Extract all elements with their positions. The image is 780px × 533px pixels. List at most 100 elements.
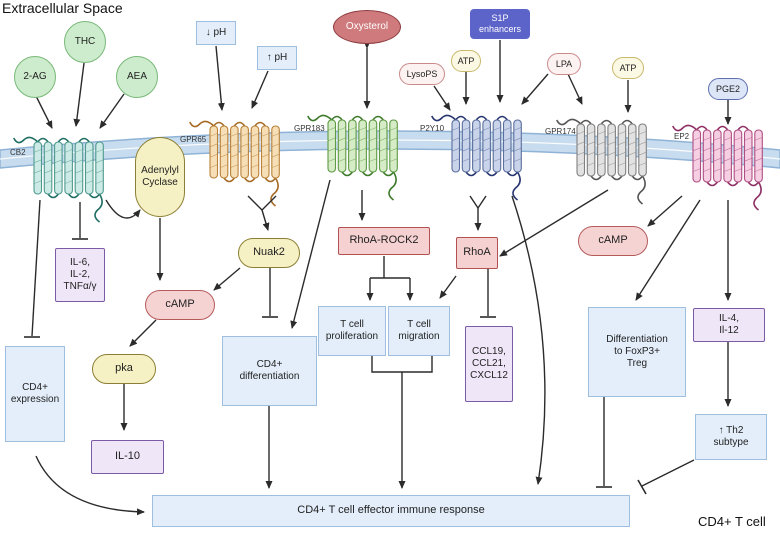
receptor-gpr183 [307, 114, 398, 201]
helix-stripe [348, 147, 357, 152]
helix-stripe [638, 162, 647, 166]
arrow-cd4-expression-effector [35, 455, 145, 516]
receptor-helix [723, 129, 732, 183]
helix-stripe [744, 157, 753, 162]
helix-stripe [389, 127, 398, 131]
helix-stripe [723, 168, 732, 172]
inhibition-line [31, 199, 41, 337]
helix-stripe [713, 157, 722, 162]
helix-stripe [44, 149, 52, 153]
helix-stripe [95, 180, 104, 184]
helix-stripe [482, 127, 491, 131]
helix-stripe [692, 137, 701, 141]
helix-stripe [85, 149, 94, 153]
rock2-split [370, 256, 410, 279]
helix-stripe [44, 159, 52, 164]
tcell-proliferation-box: T cell proliferation [318, 306, 386, 356]
helix-stripe [576, 151, 585, 156]
receptor-label-gpr174: GPR174 [545, 127, 576, 136]
helix-stripe [713, 168, 722, 172]
helix-stripe [64, 180, 73, 184]
helix-stripe [744, 168, 753, 172]
helix-stripe [587, 141, 595, 146]
receptor-c-terminus [270, 177, 279, 207]
inhibit-th2-effector [637, 459, 695, 495]
helix-stripe [597, 141, 606, 146]
receptor-helix [240, 125, 249, 179]
chemokine-box: CCL19, CCL21, CXCL12 [465, 326, 513, 402]
receptor-helix [576, 123, 586, 177]
helix-stripe [379, 147, 388, 152]
receptor-loop [600, 119, 613, 125]
receptor-loop [213, 121, 225, 127]
helix-stripe [451, 137, 460, 142]
nuak2-node: Nuak2 [238, 238, 300, 268]
helix-stripe [85, 169, 94, 174]
helix-stripe [271, 164, 280, 168]
receptor-helix [482, 119, 491, 173]
helix-stripe [503, 147, 512, 152]
helix-stripe [348, 127, 357, 131]
helix-stripe [607, 131, 616, 135]
helix-stripe [462, 158, 470, 162]
receptor-loop [747, 181, 760, 187]
helix-stripe [95, 159, 104, 164]
helix-stripe [369, 127, 377, 131]
receptor-loop [455, 115, 467, 121]
helix-stripe [703, 137, 711, 141]
receptor-loop [331, 115, 343, 121]
helix-stripe [75, 169, 83, 174]
helix-stripe [513, 137, 522, 142]
receptor-loop [341, 171, 353, 177]
arrow-rhoa-migration [439, 275, 457, 299]
receptor-loop [223, 177, 235, 183]
helix-stripe [576, 141, 585, 146]
receptor-helix [74, 141, 84, 195]
receptor-c-terminus [512, 171, 521, 201]
helix-stripe [462, 127, 470, 131]
helix-stripe [734, 168, 742, 172]
helix-stripe [358, 137, 367, 142]
arrow-ph-down-gpr65 [215, 45, 225, 111]
helix-stripe [271, 133, 280, 137]
helix-stripe [451, 158, 460, 162]
arrow-gpr183-differentiation [290, 179, 331, 329]
receptor-helix [702, 129, 712, 183]
receptor-loop [727, 181, 739, 187]
cd4-t-cell-title: CD4+ T cell [698, 514, 766, 529]
receptor-helix [43, 141, 53, 195]
helix-stripe [251, 164, 259, 168]
receptor-loop [486, 171, 498, 177]
helix-stripe [628, 141, 637, 146]
helix-stripe [379, 158, 388, 162]
receptor-helix [84, 141, 94, 195]
helix-stripe [338, 158, 346, 162]
helix-stripe [240, 164, 249, 168]
receptor-helix [607, 123, 616, 177]
receptor-helix [378, 119, 388, 173]
tcell-migration-box: T cell migration [388, 306, 450, 356]
receptor-helix [513, 119, 522, 173]
helix-stripe [703, 168, 711, 172]
receptor-loop [716, 125, 729, 131]
receptor-gpr65 [189, 120, 280, 207]
helix-stripe [327, 127, 336, 131]
helix-stripe [597, 131, 606, 135]
receptor-loop [696, 125, 708, 131]
helix-stripe [513, 158, 522, 162]
helix-stripe [587, 151, 595, 156]
inhibit-cb2-cd4-expression [24, 199, 41, 338]
receptor-loop [372, 115, 384, 121]
helix-stripe [462, 147, 470, 152]
receptor-helix [54, 141, 63, 195]
helix-stripe [628, 151, 637, 156]
receptor-gpr174 [556, 118, 647, 205]
helix-stripe [348, 137, 357, 142]
helix-stripe [230, 143, 239, 148]
arrow-ph-up-gpr65 [251, 70, 269, 109]
helix-stripe [85, 180, 94, 184]
receptor-n-terminus [431, 114, 457, 122]
helix-stripe [628, 131, 637, 135]
helix-stripe [251, 133, 259, 137]
helix-stripe [261, 143, 270, 148]
